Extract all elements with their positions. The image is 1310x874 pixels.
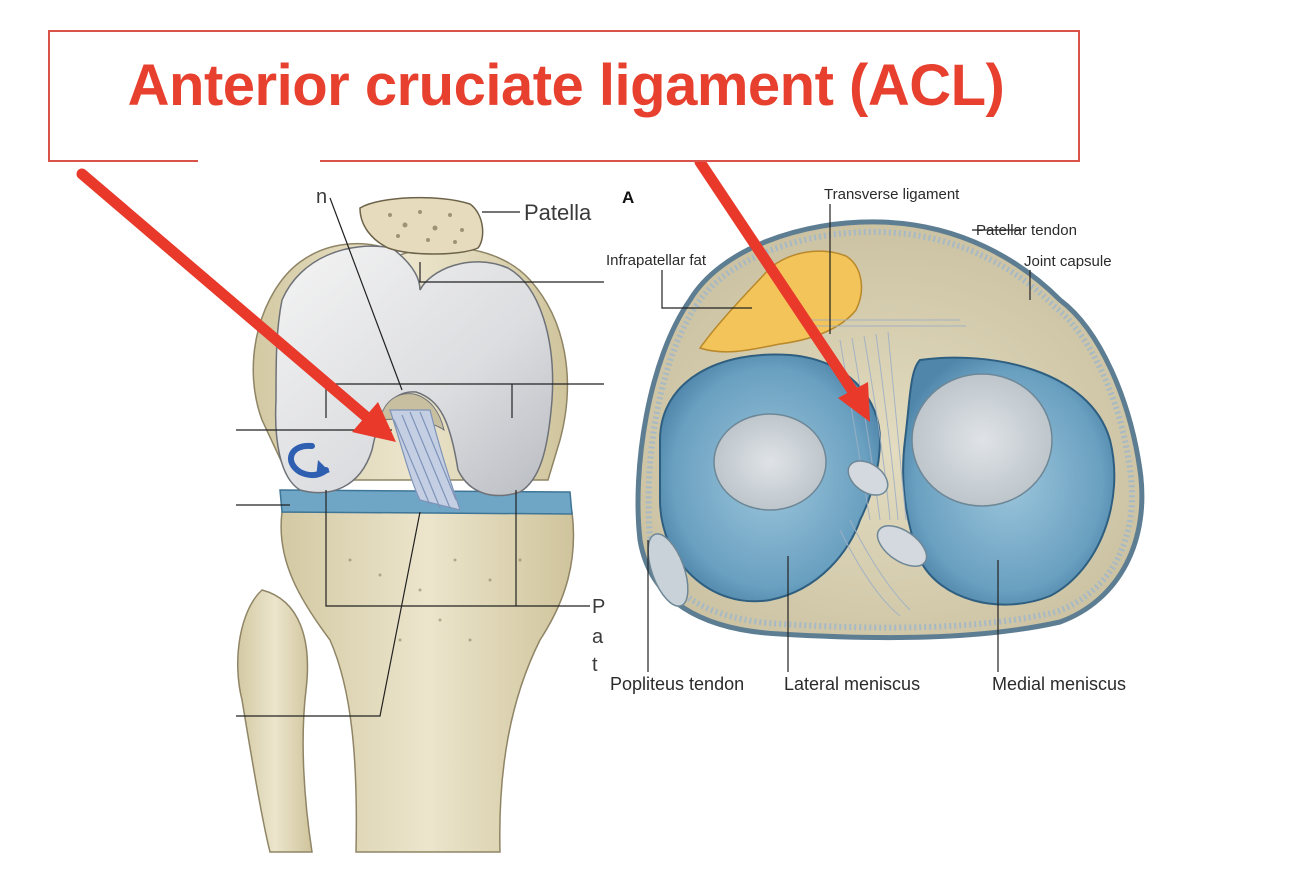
- label-partial-t: t: [592, 654, 598, 677]
- label-popliteus-tendon: Popliteus tendon: [610, 674, 744, 695]
- label-partial-p: P: [592, 596, 605, 619]
- label-infrapatellar-fat: Infrapatellar fat: [606, 252, 706, 269]
- label-patellar-tendon: Patellar tendon: [976, 222, 1077, 239]
- tibial-plateau-superior-view: [638, 204, 1142, 672]
- title-box-gap: [198, 152, 320, 166]
- medial-plateau: [912, 374, 1052, 506]
- fibula: [238, 590, 312, 852]
- tibia: [281, 512, 573, 852]
- label-transverse-ligament: Transverse ligament: [824, 186, 959, 203]
- label-partial-n: n: [316, 186, 327, 209]
- label-joint-capsule: Joint capsule: [1024, 253, 1112, 270]
- knee-anterior-view: [236, 198, 604, 852]
- label-partial-a: a: [592, 626, 603, 649]
- label-patella: Patella: [524, 200, 591, 226]
- label-medial-meniscus: Medial meniscus: [992, 674, 1126, 695]
- panel-label-a: A: [622, 188, 634, 208]
- diagram-title: Anterior cruciate ligament (ACL): [50, 52, 1082, 119]
- label-lateral-meniscus: Lateral meniscus: [784, 674, 920, 695]
- lateral-plateau: [714, 414, 826, 510]
- title-box: Anterior cruciate ligament (ACL): [48, 30, 1080, 162]
